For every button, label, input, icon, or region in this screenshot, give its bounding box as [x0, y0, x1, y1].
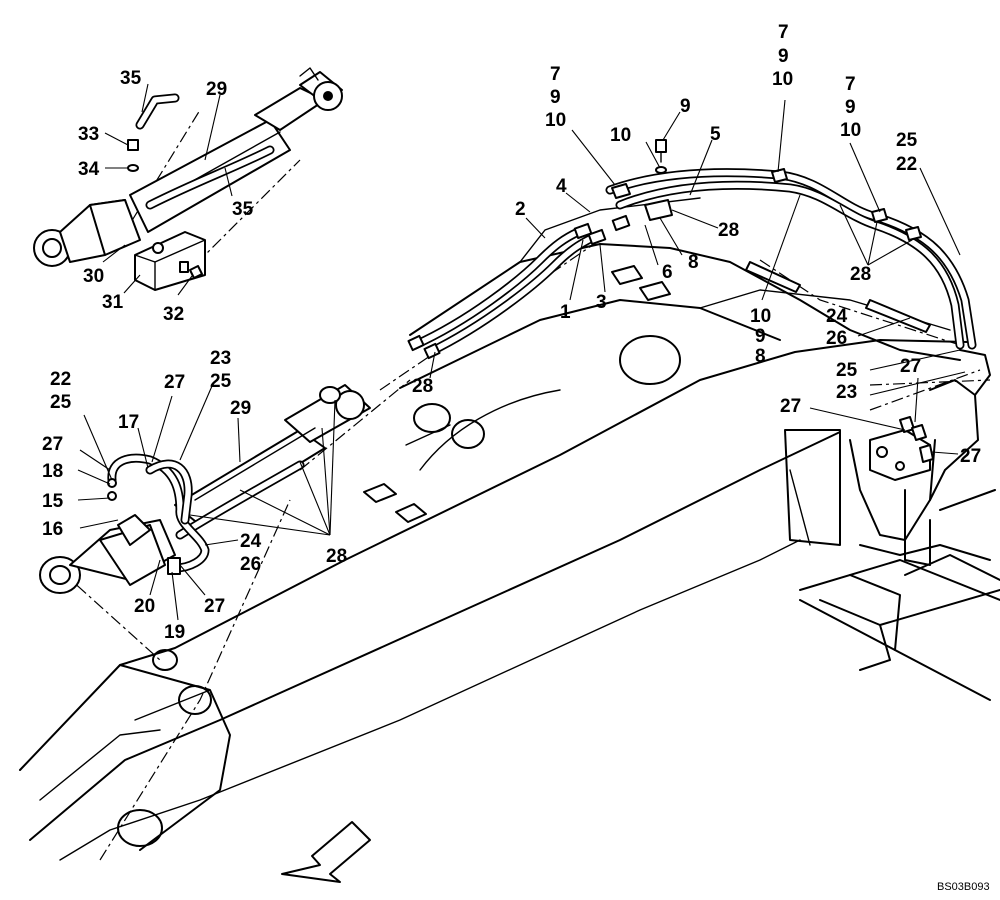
callout-10: 10 — [750, 306, 771, 327]
boom-cylinder — [39, 384, 371, 594]
callout-9: 9 — [755, 326, 766, 347]
callout-10: 10 — [545, 110, 566, 131]
callout-8: 8 — [688, 252, 699, 273]
callout-15: 15 — [42, 491, 64, 512]
callout-22: 22 — [896, 154, 917, 175]
callout-10: 10 — [610, 125, 631, 146]
callout-28: 28 — [412, 376, 433, 397]
callout-labels: 1 2 3 4 5 6 8 7 9 10 9 10 7 9 10 7 9 10 … — [42, 22, 981, 643]
callout-9: 9 — [778, 46, 789, 67]
callout-3: 3 — [596, 292, 607, 313]
callout-26: 26 — [240, 554, 261, 575]
callout-5: 5 — [710, 124, 721, 145]
callout-32: 32 — [163, 304, 184, 325]
drawing-code: BS03B093 — [937, 881, 990, 893]
callout-25: 25 — [836, 360, 858, 381]
callout-10: 10 — [840, 120, 861, 141]
callout-9: 9 — [680, 96, 691, 117]
callout-35: 35 — [120, 68, 142, 89]
callout-19: 19 — [164, 622, 185, 643]
callout-27: 27 — [164, 372, 185, 393]
callout-6: 6 — [662, 262, 673, 283]
callout-2: 2 — [515, 199, 526, 220]
callout-35: 35 — [232, 199, 254, 220]
callout-27: 27 — [780, 396, 801, 417]
callout-8: 8 — [755, 346, 766, 367]
hose-lines — [407, 139, 977, 360]
callout-29: 29 — [206, 79, 227, 100]
callout-16: 16 — [42, 519, 63, 540]
callout-27: 27 — [900, 356, 921, 377]
callout-27: 27 — [42, 434, 63, 455]
callout-17: 17 — [118, 412, 139, 433]
callout-7: 7 — [778, 22, 789, 43]
callout-27: 27 — [960, 446, 981, 467]
callout-25: 25 — [50, 392, 72, 413]
callout-9: 9 — [550, 87, 561, 108]
callout-18: 18 — [42, 461, 63, 482]
leader-lines — [77, 83, 966, 621]
callout-23: 23 — [210, 348, 231, 369]
callout-34: 34 — [78, 159, 100, 180]
callout-27: 27 — [204, 596, 225, 617]
callout-10: 10 — [772, 69, 793, 90]
callout-25: 25 — [210, 371, 232, 392]
callout-30: 30 — [83, 266, 104, 287]
callout-26: 26 — [826, 328, 847, 349]
callout-29: 29 — [230, 398, 251, 419]
direction-arrow-icon — [281, 821, 371, 883]
callout-28: 28 — [850, 264, 871, 285]
callout-28: 28 — [718, 220, 739, 241]
callout-7: 7 — [845, 74, 856, 95]
callout-22: 22 — [50, 369, 71, 390]
callout-20: 20 — [134, 596, 155, 617]
callout-31: 31 — [102, 292, 124, 313]
callout-24: 24 — [240, 531, 262, 552]
callout-9: 9 — [845, 97, 856, 118]
boom-base-assembly — [784, 349, 1000, 701]
callout-24: 24 — [826, 306, 848, 327]
callout-33: 33 — [78, 124, 99, 145]
callout-25: 25 — [896, 130, 918, 151]
inset-cylinder — [33, 67, 343, 291]
callout-4: 4 — [556, 176, 567, 197]
callout-1: 1 — [560, 302, 571, 323]
callout-23: 23 — [836, 382, 857, 403]
callout-7: 7 — [550, 64, 561, 85]
arm-structure — [19, 109, 991, 861]
callout-28: 28 — [326, 546, 347, 567]
